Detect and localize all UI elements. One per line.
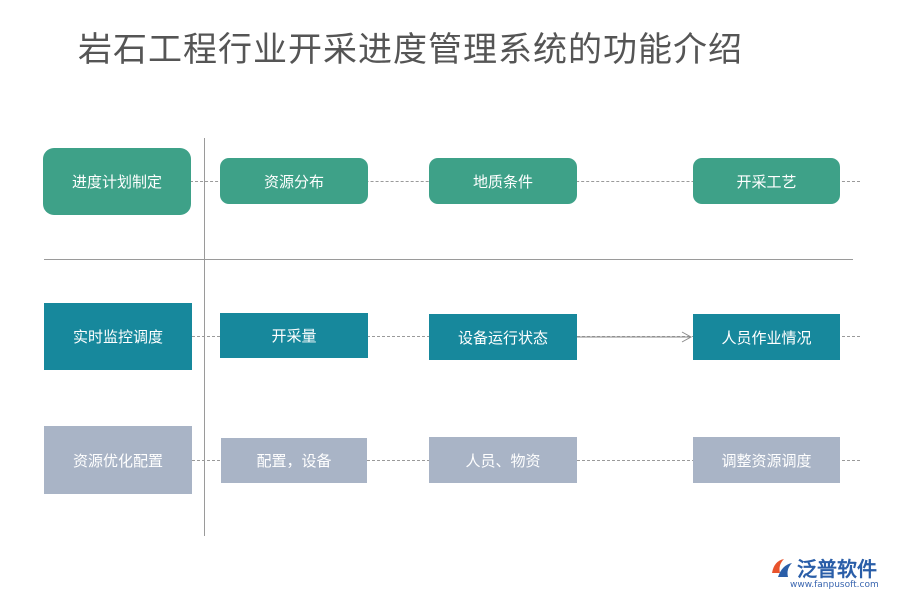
row2-item-2: 设备运行状态 [429, 314, 577, 360]
row3-header: 资源优化配置 [44, 426, 192, 494]
row1-item-2: 地质条件 [429, 158, 577, 204]
row2-item-2-label: 设备运行状态 [457, 328, 548, 347]
row2-item-1-label: 开采量 [271, 327, 317, 345]
row1-item-3: 开采工艺 [693, 158, 840, 204]
row2-header: 实时监控调度 [44, 303, 192, 370]
row3-item-2: 人员、物资 [429, 437, 577, 483]
logo-url: www.fanpusoft.com [790, 580, 879, 590]
row3-header-label: 资源优化配置 [72, 451, 163, 470]
row2-arrow [576, 331, 693, 343]
row2-item-3-label: 人员作业情况 [721, 328, 812, 347]
logo-name: 泛普软件 [797, 557, 877, 581]
row3-item-2-label: 人员、物资 [465, 451, 541, 470]
row2-item-3: 人员作业情况 [693, 314, 840, 360]
row3-item-3-label: 调整资源调度 [721, 451, 812, 470]
row3-item-1-label: 配置，设备 [256, 452, 332, 470]
row1-item-1: 资源分布 [220, 158, 368, 204]
logo-mark-icon [772, 558, 792, 577]
row1-header: 进度计划制定 [43, 148, 191, 215]
row1-header-label: 进度计划制定 [71, 173, 162, 191]
row1-item-3-label: 开采工艺 [736, 172, 797, 191]
row1-item-2-label: 地质条件 [472, 172, 533, 191]
row3-item-3: 调整资源调度 [693, 437, 840, 483]
brand-logo: 泛普软件 [768, 553, 877, 582]
diagram-title: 岩石工程行业开采进度管理系统的功能介绍 [78, 30, 743, 70]
horizontal-divider [44, 259, 853, 260]
row3-item-1: 配置，设备 [221, 438, 367, 483]
row1-item-1-label: 资源分布 [263, 172, 324, 191]
vertical-divider [204, 138, 205, 536]
row2-header-label: 实时监控调度 [72, 328, 163, 346]
row2-item-1: 开采量 [220, 313, 368, 358]
